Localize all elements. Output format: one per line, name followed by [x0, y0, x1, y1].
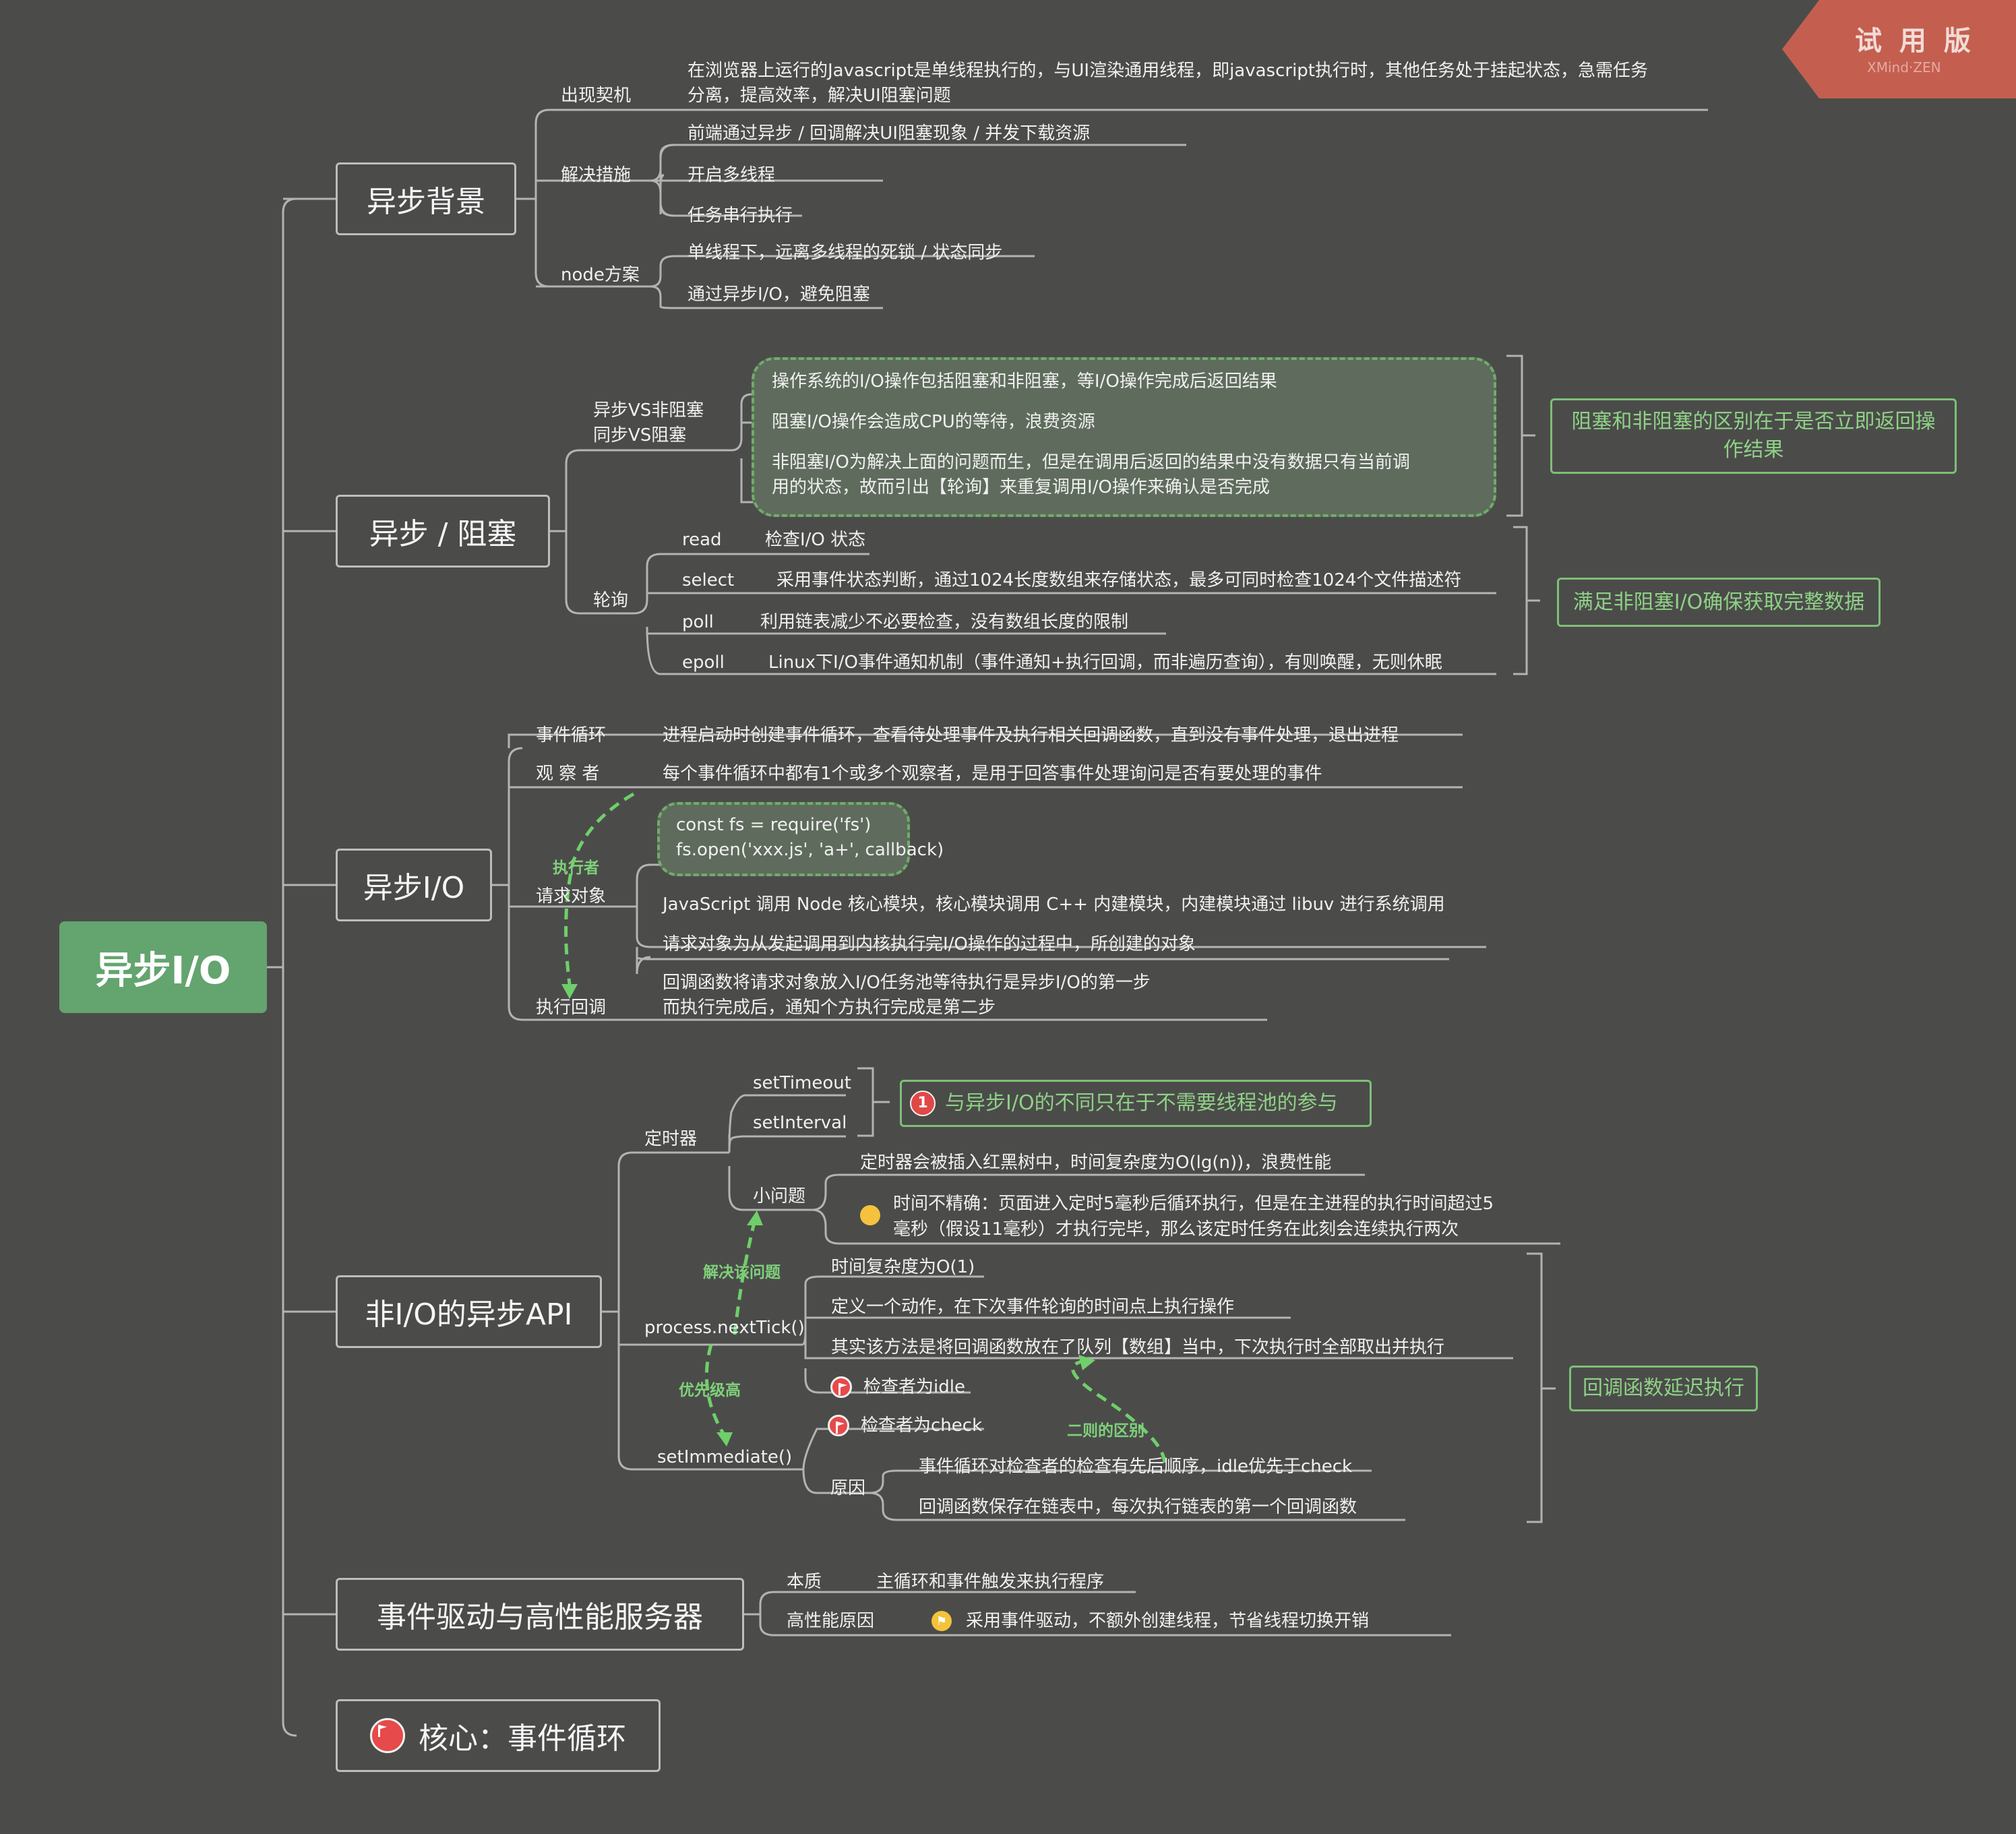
- boundary-blocking: [752, 357, 1496, 517]
- poll-key[interactable]: poll: [682, 612, 714, 632]
- note-timer-difference[interactable]: 1 与异步I/O的不同只在于不需要线程池的参与: [900, 1080, 1372, 1127]
- code-line[interactable]: fs.open('xxx.js', 'a+', callback): [676, 840, 944, 860]
- appear-text-2[interactable]: 分离，提高效率，解决UI阻塞问题: [688, 86, 951, 106]
- nexttick-item[interactable]: 时间复杂度为O(1): [831, 1257, 975, 1277]
- blocking-item[interactable]: 非阻塞I/O为解决上面的问题而生，但是在调用后返回的结果中没有数据只有当前调: [772, 452, 1410, 472]
- label-sync-vs-blocking[interactable]: 同步VS阻塞: [593, 425, 687, 446]
- watermark-sub: XMind·ZEN: [1867, 59, 1941, 75]
- nexttick-item[interactable]: 其实该方法是将回调函数放在了队列【数组】当中，下次执行时全部取出并执行: [831, 1337, 1445, 1357]
- event-loop-text[interactable]: 进程启动时创建事件循环，查看待处理事件及执行相关回调函数，直到没有事件处理，退出…: [663, 725, 1399, 745]
- poll-key[interactable]: select: [682, 570, 735, 590]
- performance-text[interactable]: 采用事件驱动，不额外创建线程，节省线程切换开销: [966, 1611, 1370, 1631]
- nexttick-item[interactable]: 检查者为idle: [863, 1377, 965, 1397]
- topic-event-driven-server[interactable]: 事件驱动与高性能服务器: [336, 1578, 744, 1651]
- topic-non-io-async-api[interactable]: 非I/O的异步API: [336, 1275, 602, 1348]
- label-performance-reason[interactable]: 高性能原因: [787, 1611, 875, 1631]
- red-flag-icon: [370, 1718, 405, 1753]
- label-setimmediate[interactable]: setImmediate(): [657, 1447, 793, 1467]
- summary-blocking-difference[interactable]: 阻塞和非阻塞的区别在于是否立即返回操作结果: [1550, 398, 1957, 474]
- root-topic[interactable]: 异步I/O: [59, 921, 267, 1013]
- label-reason[interactable]: 原因: [830, 1478, 866, 1498]
- blocking-item[interactable]: 阻塞I/O操作会造成CPU的等待，浪费资源: [772, 412, 1095, 432]
- label-polling[interactable]: 轮询: [593, 590, 629, 611]
- label-node-plan[interactable]: node方案: [561, 265, 640, 285]
- solution-item[interactable]: 开启多线程: [688, 165, 776, 185]
- issue-item[interactable]: 定时器会被插入红黑树中，时间复杂度为O(lg(n))，浪费性能: [860, 1153, 1332, 1173]
- watermark-label: 试 用 版: [1855, 26, 1975, 57]
- label-execute-callback[interactable]: 执行回调: [536, 998, 607, 1018]
- note-timer-difference-text: 与异步I/O的不同只在于不需要线程池的参与: [945, 1091, 1338, 1115]
- request-item[interactable]: 请求对象为从发起调用到内核执行完I/O操作的过程中，所创建的对象: [663, 934, 1196, 954]
- reason-item[interactable]: 回调函数保存在链表中，每次执行链表的第一个回调函数: [919, 1497, 1357, 1517]
- observer-text[interactable]: 每个事件循环中都有1个或多个观察者，是用于回答事件处理询问是否有要处理的事件: [663, 764, 1322, 784]
- timer-item[interactable]: setInterval: [753, 1113, 847, 1133]
- setimmediate-item[interactable]: 检查者为check: [861, 1415, 983, 1436]
- timer-item[interactable]: setTimeout: [753, 1073, 851, 1093]
- priority-1-icon: 1: [910, 1091, 936, 1116]
- poll-value[interactable]: 采用事件状态判断，通过1024长度数组来存储状态，最多可同时检查1024个文件描…: [776, 570, 1462, 590]
- summary-polling[interactable]: 满足非阻塞I/O确保获取完整数据: [1557, 578, 1881, 627]
- sad-face-icon: [860, 1205, 880, 1225]
- relation-label-difference[interactable]: 二则的区别: [1067, 1422, 1144, 1440]
- relation-label-executor[interactable]: 执行者: [553, 859, 599, 877]
- code-block: [657, 802, 910, 876]
- label-request-object[interactable]: 请求对象: [536, 886, 607, 907]
- watermark-ribbon-icon: [1782, 0, 2016, 98]
- appear-text-1[interactable]: 在浏览器上运行的Javascript是单线程执行的，与UI渲染通用线程，即jav…: [688, 61, 1648, 81]
- callback-text[interactable]: 而执行完成后，通知个方执行完成是第二步: [663, 998, 996, 1018]
- issue-item[interactable]: 毫秒（假设11毫秒）才执行完毕，那么该定时任务在此刻会连续执行两次: [893, 1219, 1459, 1240]
- poll-key[interactable]: read: [682, 530, 722, 550]
- topic-core-event-loop[interactable]: 核心：事件循环: [336, 1699, 661, 1772]
- topic-async-io[interactable]: 异步I/O: [336, 849, 492, 921]
- label-essence[interactable]: 本质: [787, 1572, 822, 1592]
- label-solution[interactable]: 解决措施: [561, 165, 632, 185]
- solution-item[interactable]: 前端通过异步 / 回调解决UI阻塞现象 / 并发下载资源: [688, 123, 1091, 144]
- label-timer[interactable]: 定时器: [644, 1129, 698, 1149]
- blocking-item[interactable]: 操作系统的I/O操作包括阻塞和非阻塞，等I/O操作完成后返回结果: [772, 371, 1277, 392]
- poll-value[interactable]: 检查I/O 状态: [765, 530, 866, 550]
- label-async-vs-nonblocking[interactable]: 异步VS非阻塞: [593, 400, 704, 421]
- topic-core-event-loop-label: 核心：事件循环: [419, 1721, 626, 1756]
- topic-async-blocking[interactable]: 异步 / 阻塞: [336, 495, 550, 568]
- relation-label-priority[interactable]: 优先级高: [679, 1382, 741, 1399]
- yellow-flag-icon: ⚑: [931, 1611, 952, 1631]
- node-item[interactable]: 单线程下，远离多线程的死锁 / 状态同步: [688, 243, 1003, 263]
- issue-item[interactable]: 时间不精确：页面进入定时5毫秒后循环执行，但是在主进程的执行时间超过5: [893, 1194, 1494, 1214]
- red-flag-icon: [830, 1376, 852, 1398]
- summary-callback-delay[interactable]: 回调函数延迟执行: [1569, 1366, 1758, 1411]
- trial-watermark: 试 用 版 XMind·ZEN: [1782, 0, 2016, 98]
- poll-key[interactable]: epoll: [682, 652, 725, 673]
- code-line[interactable]: const fs = require('fs'): [676, 815, 872, 835]
- relation-label-solve[interactable]: 解决该问题: [703, 1264, 781, 1281]
- label-appear[interactable]: 出现契机: [561, 86, 632, 106]
- topic-async-background[interactable]: 异步背景: [336, 162, 516, 235]
- reason-item[interactable]: 事件循环对检查者的检查有先后顺序，idle优先于check: [919, 1457, 1353, 1477]
- label-observer[interactable]: 观 察 者: [536, 764, 600, 784]
- blocking-item[interactable]: 用的状态，故而引出【轮询】来重复调用I/O操作来确认是否完成: [772, 477, 1270, 497]
- request-item[interactable]: JavaScript 调用 Node 核心模块，核心模块调用 C++ 内建模块，…: [663, 894, 1445, 915]
- nexttick-item[interactable]: 定义一个动作，在下次事件轮询的时间点上执行操作: [831, 1297, 1235, 1317]
- poll-value[interactable]: 利用链表减少不必要检查，没有数组长度的限制: [760, 612, 1129, 632]
- label-small-issue[interactable]: 小问题: [753, 1186, 806, 1206]
- poll-value[interactable]: Linux下I/O事件通知机制（事件通知+执行回调，而非遍历查询），有则唤醒，无…: [768, 652, 1442, 673]
- solution-item[interactable]: 任务串行执行: [688, 206, 793, 226]
- essence-text[interactable]: 主循环和事件触发来执行程序: [876, 1572, 1105, 1592]
- label-event-loop[interactable]: 事件循环: [536, 725, 607, 745]
- label-process-nexttick[interactable]: process.nextTick(): [644, 1318, 805, 1338]
- callback-text[interactable]: 回调函数将请求对象放入I/O任务池等待执行是异步I/O的第一步: [663, 973, 1151, 993]
- node-item[interactable]: 通过异步I/O，避免阻塞: [688, 284, 870, 305]
- red-flag-icon: [828, 1415, 849, 1436]
